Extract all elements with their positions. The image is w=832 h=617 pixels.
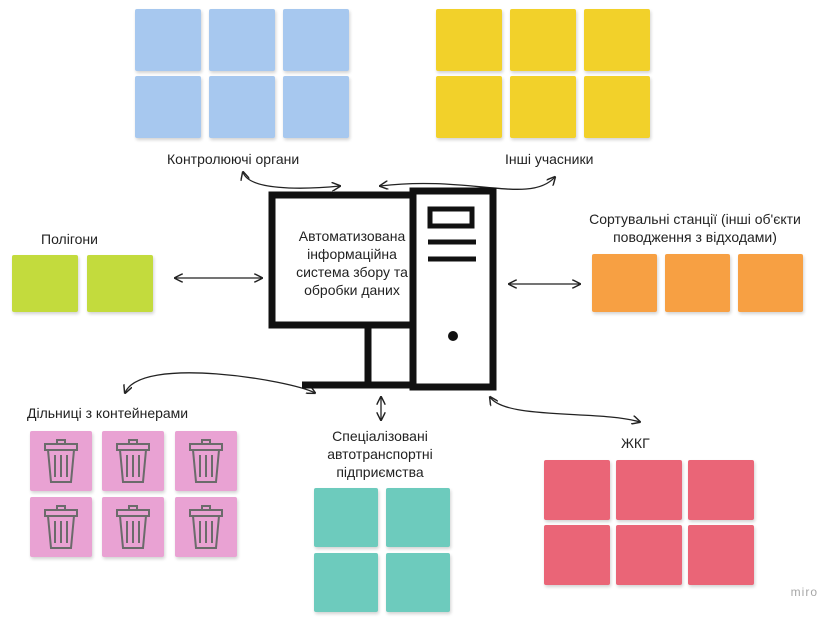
sticky-note	[314, 553, 378, 612]
label-sorting-stations: Сортувальні станції (інші об'єкти поводж…	[577, 210, 813, 246]
sticky-note	[283, 9, 349, 71]
label-other-participants: Інші учасники	[505, 151, 594, 167]
sticky-note	[209, 9, 275, 71]
sticky-note	[135, 76, 201, 138]
trash-bin-icon	[43, 438, 79, 484]
sticky-note	[510, 76, 576, 138]
sticky-note	[12, 255, 78, 312]
label-transport-line-3: підприємства	[336, 464, 424, 480]
sticky-note	[688, 460, 754, 520]
sticky-note	[436, 76, 502, 138]
sticky-note	[616, 525, 682, 585]
caption-line-2: інформаційна	[307, 246, 397, 262]
sticky-note	[592, 254, 657, 312]
sticky-note	[30, 497, 92, 557]
label-transport-line-2: автотранспортні	[327, 446, 433, 462]
sticky-note	[738, 254, 803, 312]
sticky-note	[436, 9, 502, 71]
desktop-computer-icon	[268, 187, 497, 391]
label-transport-companies: Спеціалізовані автотранспортні підприємс…	[300, 427, 460, 481]
trash-bin-icon	[43, 504, 79, 550]
sticky-note	[87, 255, 153, 312]
trash-bin-icon	[115, 438, 151, 484]
sticky-note	[386, 553, 450, 612]
caption-line-4: обробки даних	[304, 282, 400, 298]
sticky-note	[102, 431, 164, 491]
sticky-note	[283, 76, 349, 138]
caption-line-1: Автоматизована	[298, 228, 406, 244]
caption-line-3: система збору та	[296, 264, 408, 280]
trash-bin-icon	[188, 438, 224, 484]
computer-caption: Автоматизована інформаційна система збор…	[282, 227, 422, 299]
sticky-note	[314, 488, 378, 547]
sticky-note	[175, 431, 237, 491]
sticky-note	[616, 460, 682, 520]
label-sorting-line-1: Сортувальні станції (інші об'єкти	[589, 211, 801, 227]
sticky-note	[510, 9, 576, 71]
sticky-note	[544, 525, 610, 585]
arrow-housing	[490, 397, 640, 422]
trash-bin-icon	[115, 504, 151, 550]
miro-logo: miro	[790, 585, 818, 599]
sticky-note	[584, 76, 650, 138]
sticky-note	[175, 497, 237, 557]
label-control-bodies: Контролюючі органи	[167, 151, 300, 167]
label-sorting-line-2: поводження з відходами)	[613, 229, 777, 245]
label-container-sites: Дільниці з контейнерами	[27, 405, 189, 421]
sticky-note	[665, 254, 730, 312]
sticky-note	[30, 431, 92, 491]
label-transport-line-1: Спеціалізовані	[332, 428, 428, 444]
trash-bin-icon	[188, 504, 224, 550]
arrow-containers	[125, 372, 315, 393]
label-housing-utilities: ЖКГ	[621, 435, 650, 451]
sticky-note	[584, 9, 650, 71]
arrow-control	[243, 172, 340, 188]
sticky-note	[386, 488, 450, 547]
sticky-note	[102, 497, 164, 557]
label-landfills: Полігони	[41, 231, 98, 247]
sticky-note	[544, 460, 610, 520]
sticky-note	[135, 9, 201, 71]
sticky-note	[688, 525, 754, 585]
sticky-note	[209, 76, 275, 138]
